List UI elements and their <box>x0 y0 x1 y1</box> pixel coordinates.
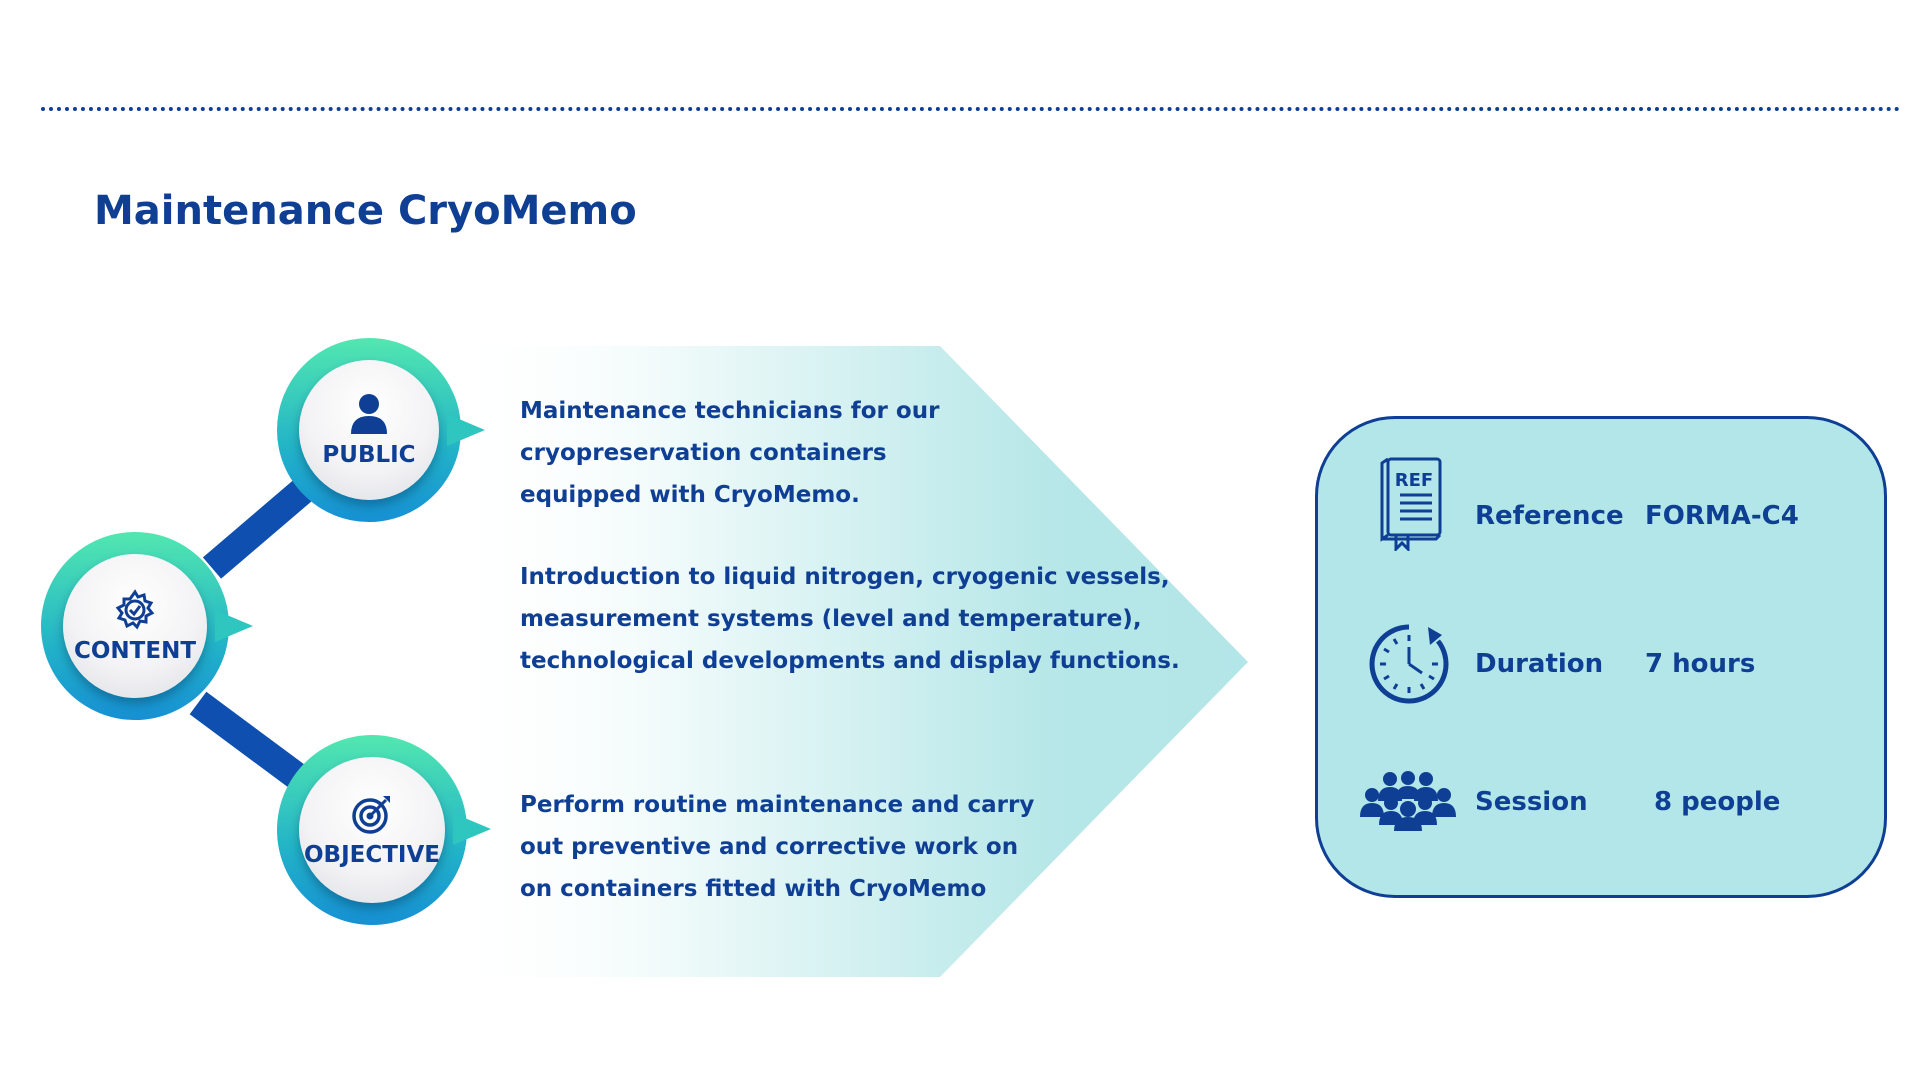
ref-book-icon: REF <box>1380 457 1442 551</box>
info-value-duration: 7 hours <box>1645 649 1756 679</box>
clock-icon <box>1369 624 1449 704</box>
svg-text:REF: REF <box>1395 470 1433 491</box>
target-icon <box>352 796 390 834</box>
info-value-reference: FORMA-C4 <box>1645 501 1799 531</box>
page-title: Maintenance CryoMemo <box>94 188 637 234</box>
person-icon <box>351 394 387 434</box>
public-description: Maintenance technicians for our cryopres… <box>520 398 940 508</box>
info-label-reference: Reference <box>1475 501 1624 531</box>
node-label-objective: OBJECTIVE <box>304 842 440 868</box>
content-description: Introduction to liquid nitrogen, cryogen… <box>520 564 1180 674</box>
node-label-public: PUBLIC <box>322 442 416 468</box>
info-label-session: Session <box>1475 787 1588 817</box>
objective-description: Perform routine maintenance and carry ou… <box>520 792 1035 902</box>
node-objective: OBJECTIVE <box>277 735 491 925</box>
info-value-session: 8 people <box>1654 787 1781 817</box>
course-info-card: REF Reference FORMA-C4 <box>1315 416 1887 898</box>
node-content: CONTENT <box>41 532 253 720</box>
info-label-duration: Duration <box>1475 649 1604 679</box>
gear-check-icon <box>115 589 155 630</box>
node-label-content: CONTENT <box>73 638 197 664</box>
node-public: PUBLIC <box>277 338 485 522</box>
dotted-divider <box>41 107 1901 111</box>
group-icon <box>1360 771 1456 831</box>
